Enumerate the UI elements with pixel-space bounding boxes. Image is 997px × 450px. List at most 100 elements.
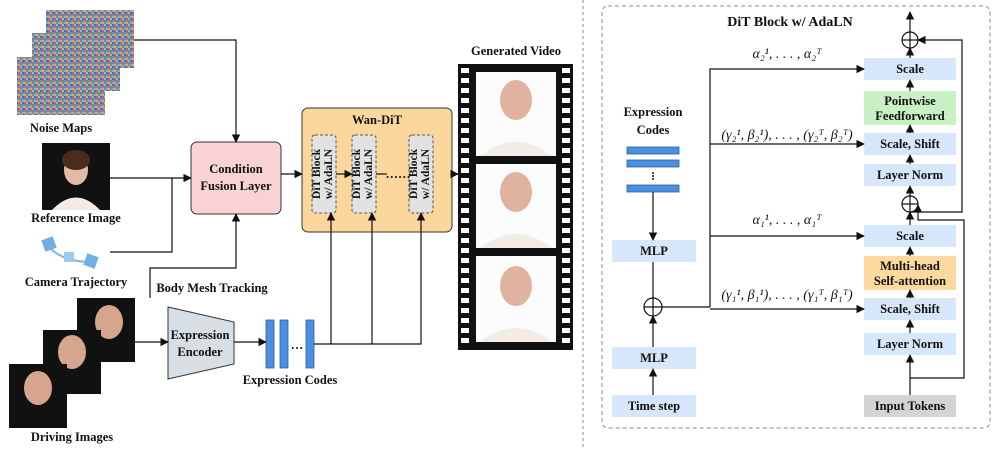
sprocket-hole (461, 198, 469, 203)
ffn-line1: Pointwise (884, 94, 936, 108)
sprocket-hole (461, 228, 469, 233)
layer-norm-top-box (864, 164, 956, 186)
sprocket-hole (562, 308, 570, 313)
sprocket-hole (562, 188, 570, 193)
gamma1-label: (γ₁¹, β₁¹), . . . , (γ₁ᵀ, β₁ᵀ) (721, 288, 853, 303)
code-bars-ellipsis: … (291, 338, 304, 352)
sprocket-hole (461, 258, 469, 263)
input-tokens-box (864, 395, 956, 417)
scale-shift-top-box (864, 133, 956, 155)
svg-text:w/ AdaLN: w/ AdaLN (323, 148, 335, 199)
left-connectors (110, 39, 459, 347)
sprocket-hole (461, 248, 469, 253)
condition-fusion-line1: Condition (209, 162, 263, 176)
sprocket-hole (461, 168, 469, 173)
scale-bottom-label: Scale (896, 229, 924, 243)
sprocket-hole (461, 188, 469, 193)
layer-norm-bottom-label: Layer Norm (877, 337, 944, 351)
condition-fusion-layer-box (190, 141, 282, 215)
sprocket-hole (562, 178, 570, 183)
noise-maps-stack (17, 10, 134, 115)
sprocket-hole (562, 138, 570, 143)
svg-text:w/ AdaLN: w/ AdaLN (363, 148, 375, 199)
body-mesh-tracking-label: Body Mesh Tracking (156, 281, 268, 295)
sprocket-hole (562, 108, 570, 113)
sprocket-hole (562, 328, 570, 333)
right-expression-codes-line2: Codes (637, 123, 670, 137)
right-expression-codes-line1: Expression (624, 105, 683, 119)
sprocket-hole (562, 268, 570, 273)
reference-image (42, 143, 110, 210)
sprocket-hole (562, 298, 570, 303)
sprocket-hole (562, 128, 570, 133)
dit-block-2: DiT Block w/ AdaLN (351, 134, 377, 214)
filmstrip-sprockets (461, 68, 570, 343)
camera-trajectory-label: Camera Trajectory (25, 275, 128, 289)
driving-images-stack (9, 298, 135, 428)
alpha2-label: α₂¹, . . . , α₂ᵀ (752, 47, 822, 62)
sprocket-hole (562, 158, 570, 163)
sprocket-hole (562, 118, 570, 123)
svg-text:DiT Block: DiT Block (351, 148, 363, 199)
condition-fusion-line2: Fusion Layer (200, 179, 272, 193)
sprocket-hole (461, 68, 469, 73)
sprocket-hole (562, 168, 570, 173)
noise-map-1 (17, 57, 105, 115)
sprocket-hole (562, 338, 570, 343)
camera-trajectory-icon (41, 236, 99, 269)
sprocket-hole (461, 98, 469, 103)
mlp-bottom-label: MLP (640, 351, 668, 365)
layer-norm-top-label: Layer Norm (877, 168, 944, 182)
sprocket-hole (562, 218, 570, 223)
sprocket-hole (562, 78, 570, 83)
svg-text:w/ AdaLN: w/ AdaLN (420, 148, 432, 199)
scale-shift-bottom-box (864, 298, 956, 320)
sprocket-hole (461, 148, 469, 153)
sprocket-hole (461, 218, 469, 223)
sprocket-hole (562, 258, 570, 263)
sprocket-hole (562, 278, 570, 283)
sprocket-hole (562, 198, 570, 203)
sprocket-hole (461, 138, 469, 143)
sprocket-hole (562, 148, 570, 153)
mlp-top-label: MLP (640, 244, 668, 258)
expression-encoder-line1: Expression (171, 328, 230, 342)
layer-norm-bottom-box (864, 333, 956, 355)
reference-image-label: Reference Image (31, 211, 121, 225)
sprocket-hole (461, 308, 469, 313)
alpha1-label: α₁¹, . . . , α₁ᵀ (752, 213, 822, 228)
dit-block-title: DiT Block w/ AdaLN (727, 15, 852, 30)
sprocket-hole (461, 108, 469, 113)
scale-shift-bottom-label: Scale, Shift (880, 302, 941, 316)
expression-encoder-shape (167, 306, 235, 380)
sprocket-hole (562, 68, 570, 73)
right-connectors (648, 11, 965, 395)
svg-text:DiT Block: DiT Block (311, 148, 323, 199)
attn-box (864, 256, 956, 290)
sprocket-hole (461, 328, 469, 333)
scale-top-label: Scale (896, 62, 924, 76)
expression-codes-label: Expression Codes (243, 373, 338, 387)
sprocket-hole (562, 288, 570, 293)
sprocket-hole (461, 78, 469, 83)
scale-bottom-box (864, 225, 956, 247)
mlp-top-box (612, 240, 696, 262)
sprocket-hole (562, 98, 570, 103)
sprocket-hole (461, 178, 469, 183)
attn-line2: Self-attention (874, 274, 946, 288)
noise-maps-label: Noise Maps (30, 121, 92, 135)
generated-video-label: Generated Video (471, 44, 561, 58)
sprocket-hole (461, 118, 469, 123)
dit-block-1: DiT Block w/ AdaLN (311, 134, 337, 214)
sprocket-hole (461, 158, 469, 163)
time-step-box (612, 395, 696, 417)
ffn-box (864, 91, 956, 125)
right-code-bars (626, 146, 680, 193)
mlp-bottom-box (612, 347, 696, 369)
time-step-label: Time step (628, 399, 680, 413)
dit-blocks-ellipsis: …… (386, 167, 411, 181)
scale-shift-top-label: Scale, Shift (880, 137, 941, 151)
dit-block-detail-panel (601, 5, 991, 429)
sprocket-hole (461, 288, 469, 293)
